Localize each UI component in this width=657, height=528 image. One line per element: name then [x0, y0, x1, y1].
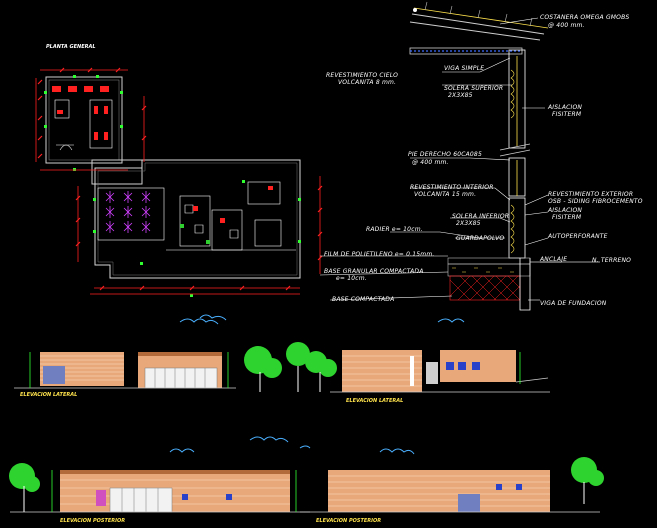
label-fisiterm-2: FISITERM: [552, 214, 582, 221]
elevation-lateral-title-2: ELEVACION LATERAL: [346, 398, 404, 404]
trees-group-1: [244, 342, 337, 392]
label-revestimiento-interior: REVESTIMIENTO INTERIOR: [410, 184, 494, 191]
label-radier: RADIER e= 10cm.: [366, 226, 423, 233]
label-fisiterm-1: FISITERM: [552, 111, 582, 118]
seating-symbols: [105, 191, 151, 233]
label-viga-simple: VIGA SIMPLE: [444, 65, 485, 72]
label-base-compactada: BASE COMPACTADA: [332, 296, 395, 303]
compacted-base-hatch: [449, 275, 521, 301]
label-volcanita-8: VOLCANITA 8 mm.: [338, 79, 397, 86]
label-anclaje: ANCLAJE: [540, 256, 568, 263]
label-revestimiento-exterior: REVESTIMIENTO EXTERIOR: [548, 191, 634, 198]
label-aislacion-1: AISLACION: [548, 104, 583, 111]
sky-decorations: [169, 314, 465, 455]
label-base-granular-thickness: e= 10cm.: [336, 275, 367, 282]
label-costanera: COSTANERA OMEGA GMOBS: [540, 14, 630, 21]
wall-section-detail: [319, 1, 600, 311]
label-volcanita-15: VOLCANITA 15 mm.: [414, 191, 477, 198]
plan-title: PLANTA GENERAL: [46, 44, 96, 50]
label-osb-siding: OSB - SIDING FIBROCEMENTO: [548, 198, 643, 205]
label-solera-inferior: SOLERA INFERIOR: [452, 213, 510, 220]
label-base-granular: BASE GRANULAR COMPACTADA: [324, 268, 424, 275]
elevation-lateral-2: [330, 350, 550, 393]
label-guardapolvo: GUARDAPOLVO: [456, 235, 505, 242]
label-autoperforante: AUTOPERFORANTE: [548, 233, 608, 240]
label-pie-derecho-spacing: @ 400 mm.: [412, 159, 449, 166]
label-costanera-spacing: @ 400 mm.: [548, 22, 585, 29]
label-2x3: 2X3X85: [448, 92, 473, 99]
elevation-rear-title-1: ELEVACION POSTERIOR: [60, 518, 126, 524]
label-film-polietileno: FILM DE POLIETILENO e= 0.15mm.: [324, 251, 435, 258]
label-viga-fundacion: VIGA DE FUNDACION: [540, 300, 607, 307]
elevation-lateral-1: [14, 352, 236, 389]
label-pie-derecho: PIE DERECHO 60CA085: [408, 151, 482, 158]
elevation-rear-2: [300, 457, 604, 513]
label-solera-superior: SOLERA SUPERIOR: [444, 85, 504, 92]
label-2x3-b: 2X3X85: [456, 220, 481, 227]
elevation-rear-title-2: ELEVACION POSTERIOR: [316, 518, 382, 524]
label-terreno: N. TERRENO: [592, 257, 632, 264]
label-revestimiento-cielo: REVESTIMIENTO CIELO: [326, 72, 399, 79]
elevation-rear-1: [9, 463, 310, 513]
floor-plan: [35, 67, 323, 297]
elevation-lateral-title-1: ELEVACION LATERAL: [20, 392, 78, 398]
label-aislacion-2: AISLACION: [548, 207, 583, 214]
